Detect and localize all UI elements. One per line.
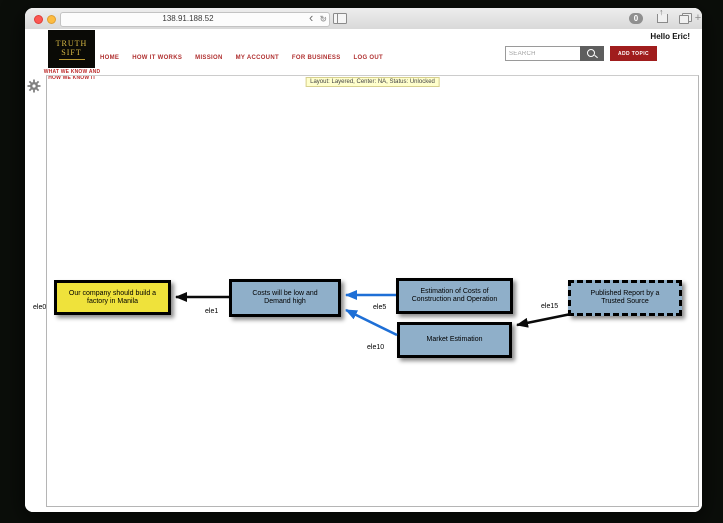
url-text: 138.91.188.52 (162, 13, 214, 23)
reload-icon[interactable]: ↻ (319, 13, 327, 24)
node-ele5[interactable]: Estimation of Costs of Construction and … (396, 278, 513, 314)
add-topic-button[interactable]: ADD TOPIC (610, 46, 657, 61)
search-button[interactable] (580, 46, 604, 61)
nav-log-out[interactable]: LOG OUT (353, 55, 383, 61)
browser-window: 138.91.188.52 ↻ ‹ › 0 ↑ + Hello Eric! TR… (25, 8, 702, 512)
minimize-button[interactable] (47, 15, 56, 24)
tabs-icon-front-rect (679, 15, 689, 24)
search-icon (587, 49, 595, 57)
sidebar-icon[interactable] (333, 13, 347, 24)
back-button[interactable]: ‹ (309, 10, 314, 25)
node-label-ele5: ele5 (373, 304, 387, 311)
node-label-ele0: ele0 (33, 304, 47, 311)
nav-how-it-works[interactable]: HOW IT WORKS (132, 55, 183, 61)
node-text: Estimation of Costs of Construction and … (411, 288, 498, 303)
edge-ele15-ele10 (516, 312, 572, 328)
nav-home[interactable]: HOME (100, 55, 120, 61)
node-label-ele1: ele1 (205, 308, 219, 315)
node-label-ele10: ele10 (367, 344, 385, 351)
page-content: Hello Eric! TRUTH SIFT WHAT WE KNOW AND … (25, 29, 702, 512)
node-text: Market Estimation (426, 336, 483, 344)
share-arrow-icon: ↑ (659, 8, 664, 17)
main-nav: HOME HOW IT WORKS MISSION MY ACCOUNT FOR… (100, 55, 383, 61)
sidebar-icon-divider (337, 14, 338, 23)
node-text: Costs will be low and Demand high (252, 290, 318, 305)
share-icon[interactable]: ↑ (657, 8, 668, 23)
search-input[interactable] (505, 46, 581, 61)
node-ele10[interactable]: Market Estimation (397, 322, 512, 358)
settings-gear-icon[interactable] (27, 79, 41, 93)
edge-ele10-ele1 (345, 308, 398, 337)
badge-count[interactable]: 0 (629, 12, 643, 24)
diagram-canvas: Layout: Layered, Center: NA, Status: Unl… (33, 75, 699, 507)
logo-ornament (58, 58, 85, 60)
address-bar[interactable]: 138.91.188.52 ↻ (60, 11, 330, 27)
tagline-line2: HOW WE KNOW IT (48, 74, 96, 81)
site-logo[interactable]: TRUTH SIFT (48, 30, 95, 68)
logo-line2: SIFT (61, 47, 82, 57)
site-tagline: WHAT WE KNOW AND HOW WE KNOW IT (33, 69, 111, 81)
nav-for-business[interactable]: FOR BUSINESS (291, 55, 341, 61)
nav-my-account[interactable]: MY ACCOUNT (235, 55, 279, 61)
node-text: Published Report by a Trusted Source (590, 290, 660, 305)
node-ele15[interactable]: Published Report by a Trusted Source (568, 280, 682, 316)
user-greeting: Hello Eric! (650, 32, 690, 41)
logo-line1: TRUTH (55, 38, 88, 48)
layout-status: Layout: Layered, Center: NA, Status: Unl… (305, 77, 440, 87)
forward-button[interactable]: › (321, 10, 326, 25)
node-label-ele15: ele15 (541, 303, 559, 310)
new-tab-icon[interactable]: + (694, 12, 702, 24)
browser-chrome: 138.91.188.52 ↻ ‹ › 0 ↑ + (25, 8, 702, 30)
close-button[interactable] (34, 15, 43, 24)
tabs-icon[interactable] (679, 13, 692, 24)
node-ele1[interactable]: Costs will be low and Demand high (229, 279, 341, 317)
nav-mission[interactable]: MISSION (195, 55, 223, 61)
node-ele0[interactable]: Our company should build a factory in Ma… (54, 280, 171, 315)
tagline-line1: WHAT WE KNOW AND (43, 69, 101, 75)
node-text: Our company should build a factory in Ma… (68, 289, 157, 305)
